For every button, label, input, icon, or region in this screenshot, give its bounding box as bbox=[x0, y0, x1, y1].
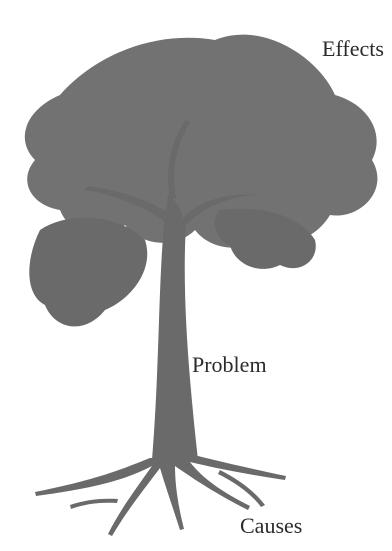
problem-label: Problem bbox=[192, 354, 267, 376]
canopy-foliage bbox=[25, 35, 378, 248]
root-fragment-left bbox=[70, 499, 118, 509]
causes-label: Causes bbox=[240, 515, 302, 537]
canopy-lower-left bbox=[29, 218, 147, 327]
effects-label: Effects bbox=[322, 38, 384, 60]
